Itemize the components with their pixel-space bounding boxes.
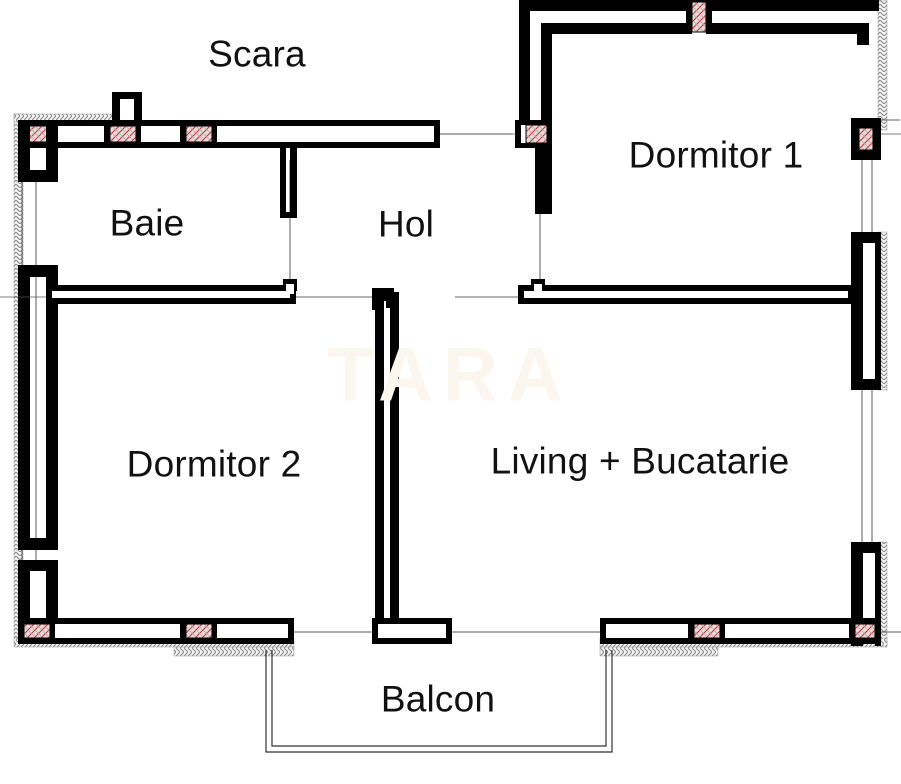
balcony-outline [265, 650, 613, 753]
room-label-dormitor-1: Dormitor 1 [628, 134, 804, 176]
room-label-living-bucatarie: Living + Bucatarie [490, 440, 790, 482]
exterior-wall-right [851, 23, 881, 646]
wall-mid-left [46, 279, 297, 304]
room-label-hol: Hol [377, 203, 435, 245]
room-label-scara: Scara [208, 33, 306, 75]
wall-mid-right [518, 279, 854, 304]
partition-dormitor2-living [375, 292, 399, 622]
exterior-wall-bottom-left [18, 618, 294, 644]
exterior-wall-bottom-center [372, 618, 452, 644]
exterior-wall-left-lower [18, 265, 58, 644]
stair-landing-stub [112, 92, 142, 122]
room-label-baie: Baie [109, 202, 185, 244]
window-right-dormitor1 [858, 127, 874, 151]
exterior-wall-left-upper [18, 120, 58, 182]
dimension-guide-lines [21, 119, 901, 633]
door-dormitor1-hol [515, 120, 552, 148]
room-label-dormitor-2: Dormitor 2 [126, 443, 302, 485]
insulation-layers [13, 0, 888, 657]
partition-baie-hol [280, 146, 297, 218]
dormitor1-left-wall [535, 23, 552, 214]
hairlines [0, 133, 901, 633]
window-top-dormitor1 [691, 1, 707, 33]
top-wall-baie-hol [18, 120, 440, 148]
exterior-wall-bottom-right [600, 618, 881, 644]
room-label-balcon: Balcon [380, 678, 496, 720]
